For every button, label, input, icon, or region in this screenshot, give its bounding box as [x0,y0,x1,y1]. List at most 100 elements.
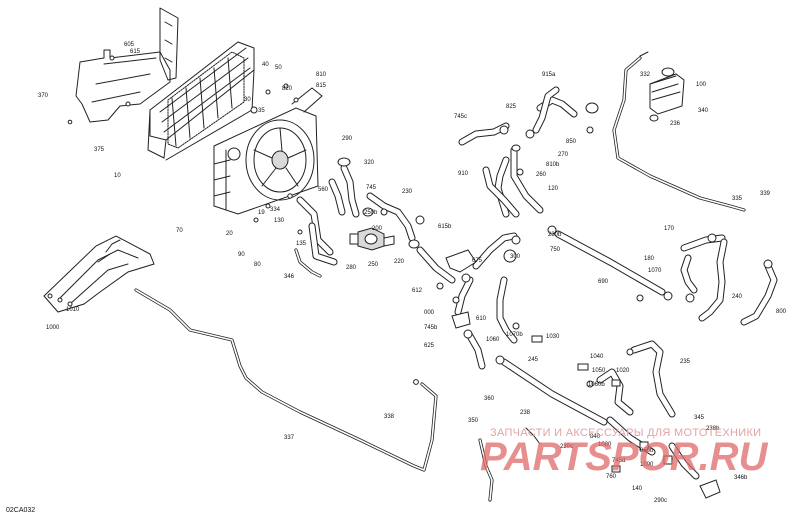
part-label: 320 [364,160,375,166]
part-label: 1030 [546,334,560,340]
lower-coolant-hoses [463,276,721,502]
part-label: 370 [38,93,49,99]
part-label: 340 [698,108,709,114]
part-label: 100 [696,82,707,88]
part-label: 338 [384,414,395,420]
part-label: 000 [424,310,435,316]
part-label: 840 [590,434,601,440]
water-pump [349,227,395,251]
part-label: 560 [318,187,329,193]
part-label: 820 [282,86,293,92]
watermark-tagline: ЗАПЧАСТИ И АКСЕССУАРЫ ДЛЯ МОТОТЕХНИКИ [490,427,761,439]
part-label: 300 [510,254,521,260]
right-hoses [680,233,778,326]
part-label: 180 [644,256,655,262]
part-label: 915a [542,72,556,78]
part-label: 35 [258,108,265,114]
part-label: 238b [706,426,720,432]
part-label: 40 [262,62,269,68]
part-label: 70 [176,228,183,234]
part-label: 50 [275,65,282,71]
part-label: 230c [560,444,573,450]
part-label: 1010 [66,307,80,313]
part-label: 240 [732,294,743,300]
coolant-reservoir [612,51,746,212]
part-label: 810 [316,72,327,78]
part-label: 1080 [598,442,612,448]
part-label: 815 [316,83,327,89]
part-label: 375 [94,147,105,153]
part-label: 20 [226,231,233,237]
part-label: 120 [548,186,559,192]
part-label: 745d [612,458,625,464]
part-label: 80 [254,262,261,268]
part-label: 230b [548,232,562,238]
part-label: 130 [274,218,285,224]
watermark-logo: PARTSPOR.RU [480,435,769,479]
part-label: 290 [342,136,353,142]
part-label: 238 [520,410,531,416]
part-label: 220 [394,259,405,265]
part-label: 230 [402,189,413,195]
part-label: 1090 [640,462,654,468]
part-label: 850 [566,139,577,145]
deflector-guard [43,235,155,313]
part-label: 1000 [46,325,60,331]
radiator-bracket [67,7,179,125]
part-label: 800 [776,309,787,315]
part-label: 290c [654,498,667,504]
part-label: 610 [476,316,487,322]
part-label: 605 [124,42,135,48]
part-label: 1060b [588,382,605,388]
part-label: 19 [258,210,265,216]
part-label: 360 [484,396,495,402]
part-label: 135 [296,241,307,247]
part-label: 10 [114,173,121,179]
part-label: 345 [694,415,705,421]
part-label: 745c [454,114,467,120]
part-label: 332 [640,72,651,78]
upper-hoses [458,86,599,218]
part-label: 350 [468,418,479,424]
fan-shroud-assembly [213,83,323,235]
part-label: 1040 [590,354,604,360]
part-label: 235 [680,359,691,365]
part-label: 810b [546,162,560,168]
part-label: 30 [244,97,251,103]
part-label: 760 [606,474,617,480]
part-label: 612 [412,288,423,294]
part-label: 334 [270,207,281,213]
part-label: 615b [438,224,452,230]
part-label: 270 [558,152,569,158]
part-label: 346 [284,274,295,280]
part-label: 1060 [486,337,500,343]
clamps [380,126,644,388]
part-label: 90 [238,252,245,258]
long-coolant-tube [134,288,438,472]
part-label: 745 [366,185,377,191]
part-label: 1020 [616,368,630,374]
main-coolant-hose [547,225,673,301]
part-label: 625 [424,343,435,349]
part-label: 1070b [506,332,523,338]
lower-radiator-hoses [294,157,360,278]
part-labels: 605 615 370 375 10 40 50 30 35 810 815 8… [38,42,787,504]
part-label: 675 [472,258,483,264]
part-label: 346b [734,475,748,481]
diagram-reference-code: 02CA032 [6,507,35,514]
part-label: 200 [372,226,383,232]
part-label: 850b [640,448,654,454]
part-label: 690 [598,279,609,285]
part-label: 1050 [592,368,606,374]
part-label: 250b [364,210,378,216]
part-label: 140 [632,486,643,492]
part-label: 339 [760,191,771,197]
part-label: 337 [284,435,295,441]
radiator [147,41,255,161]
part-label: 245 [528,357,539,363]
part-label: 280 [346,265,357,271]
part-label: 170 [664,226,675,232]
part-label: 1070 [648,268,662,274]
part-label: 260 [536,172,547,178]
